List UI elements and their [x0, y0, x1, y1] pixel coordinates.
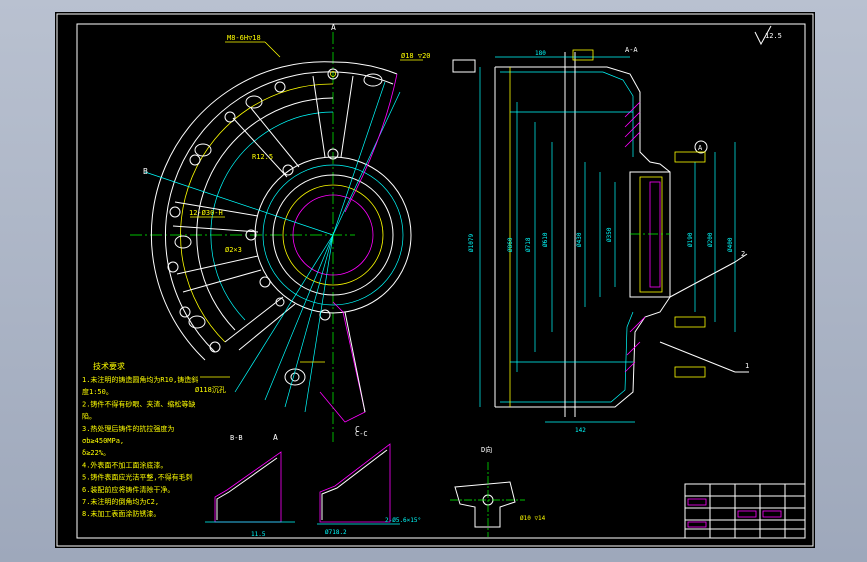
- section-b-b: B-B 11.5: [205, 434, 295, 538]
- tech-req-line: 8.未加工表面涂防锈漆。: [82, 509, 160, 518]
- svg-text:A-A: A-A: [625, 46, 638, 54]
- svg-text:Ø1079: Ø1079: [468, 234, 475, 252]
- section-c-c: C-C Ø718.2 2-Ø5.6×15°: [317, 430, 421, 536]
- svg-text:Ø430: Ø430: [576, 232, 583, 247]
- tech-req-line: σb≥450MPa,: [82, 437, 124, 445]
- title-block: [684, 483, 806, 539]
- inner-border: [76, 23, 806, 539]
- svg-text:2: 2: [741, 250, 745, 258]
- tech-req-line: 4.外表面不加工面涂底漆。: [82, 460, 167, 469]
- svg-text:Ø18 ▽20: Ø18 ▽20: [401, 52, 431, 60]
- tech-req-line: 5.铸件表面应光洁平整,不得有毛刺: [82, 473, 193, 482]
- svg-text:Ø860: Ø860: [507, 237, 514, 252]
- svg-text:180: 180: [535, 50, 546, 57]
- svg-text:12-Ø30-H: 12-Ø30-H: [189, 209, 223, 217]
- svg-text:Ø10 ▽14: Ø10 ▽14: [520, 515, 546, 522]
- svg-text:B-B: B-B: [230, 434, 243, 442]
- tech-req-line: 1.未注明的铸造圆角均为R10,铸造斜: [82, 375, 198, 384]
- svg-text:A: A: [331, 23, 336, 32]
- svg-text:Ø718: Ø718: [525, 237, 532, 252]
- svg-text:Ø350: Ø350: [606, 227, 613, 242]
- svg-text:A: A: [273, 433, 278, 442]
- outer-border: [56, 13, 814, 547]
- svg-text:142: 142: [575, 427, 586, 434]
- front-view: M8-6H▽18 Ø18 ▽20 12-Ø30-H Ø118沉孔 R12.5 Ø…: [130, 23, 431, 442]
- svg-text:12.5: 12.5: [765, 32, 782, 40]
- svg-text:A: A: [698, 144, 703, 152]
- roughness-symbol: 12.5: [754, 25, 782, 46]
- tech-req-line: 7.未注明的倒角均为C2,: [82, 497, 159, 506]
- svg-text:Ø610: Ø610: [542, 232, 549, 247]
- tech-req-line: 陷。: [82, 412, 96, 421]
- svg-text:Ø718.2: Ø718.2: [325, 529, 347, 536]
- tech-req-line: 2.铸件不得有砂眼、夹渣、缩松等缺: [82, 399, 195, 408]
- svg-text:Ø2×3: Ø2×3: [225, 246, 242, 254]
- tech-req-title: 技术要求: [93, 361, 125, 371]
- tech-req-line: δ≥22%。: [82, 449, 110, 457]
- svg-text:Ø200: Ø200: [707, 232, 714, 247]
- svg-text:B: B: [143, 167, 148, 176]
- tech-req-line: 3.热处理后铸件的抗拉强度为: [82, 424, 174, 433]
- section-a-a: A-A: [452, 46, 749, 434]
- view-d: D向 Ø10 ▽14: [450, 445, 546, 537]
- drawing-canvas: M8-6H▽18 Ø18 ▽20 12-Ø30-H Ø118沉孔 R12.5 Ø…: [56, 13, 814, 547]
- svg-text:11.5: 11.5: [251, 531, 266, 538]
- svg-text:D向: D向: [481, 445, 492, 454]
- svg-text:C-C: C-C: [355, 430, 368, 438]
- tech-req-line: 6.装配前应将铸件清除干净。: [82, 485, 174, 494]
- svg-text:M8-6H▽18: M8-6H▽18: [227, 34, 261, 42]
- svg-text:R12.5: R12.5: [252, 153, 273, 161]
- svg-text:Ø400: Ø400: [727, 237, 734, 252]
- svg-text:1: 1: [745, 362, 749, 370]
- svg-text:Ø190: Ø190: [687, 232, 694, 247]
- svg-text:C: C: [355, 425, 360, 434]
- cad-viewport[interactable]: M8-6H▽18 Ø18 ▽20 12-Ø30-H Ø118沉孔 R12.5 Ø…: [55, 12, 815, 548]
- svg-text:2-Ø5.6×15°: 2-Ø5.6×15°: [385, 517, 421, 524]
- svg-text:Ø118沉孔: Ø118沉孔: [195, 386, 226, 394]
- tech-req-line: 度1:50。: [82, 387, 113, 396]
